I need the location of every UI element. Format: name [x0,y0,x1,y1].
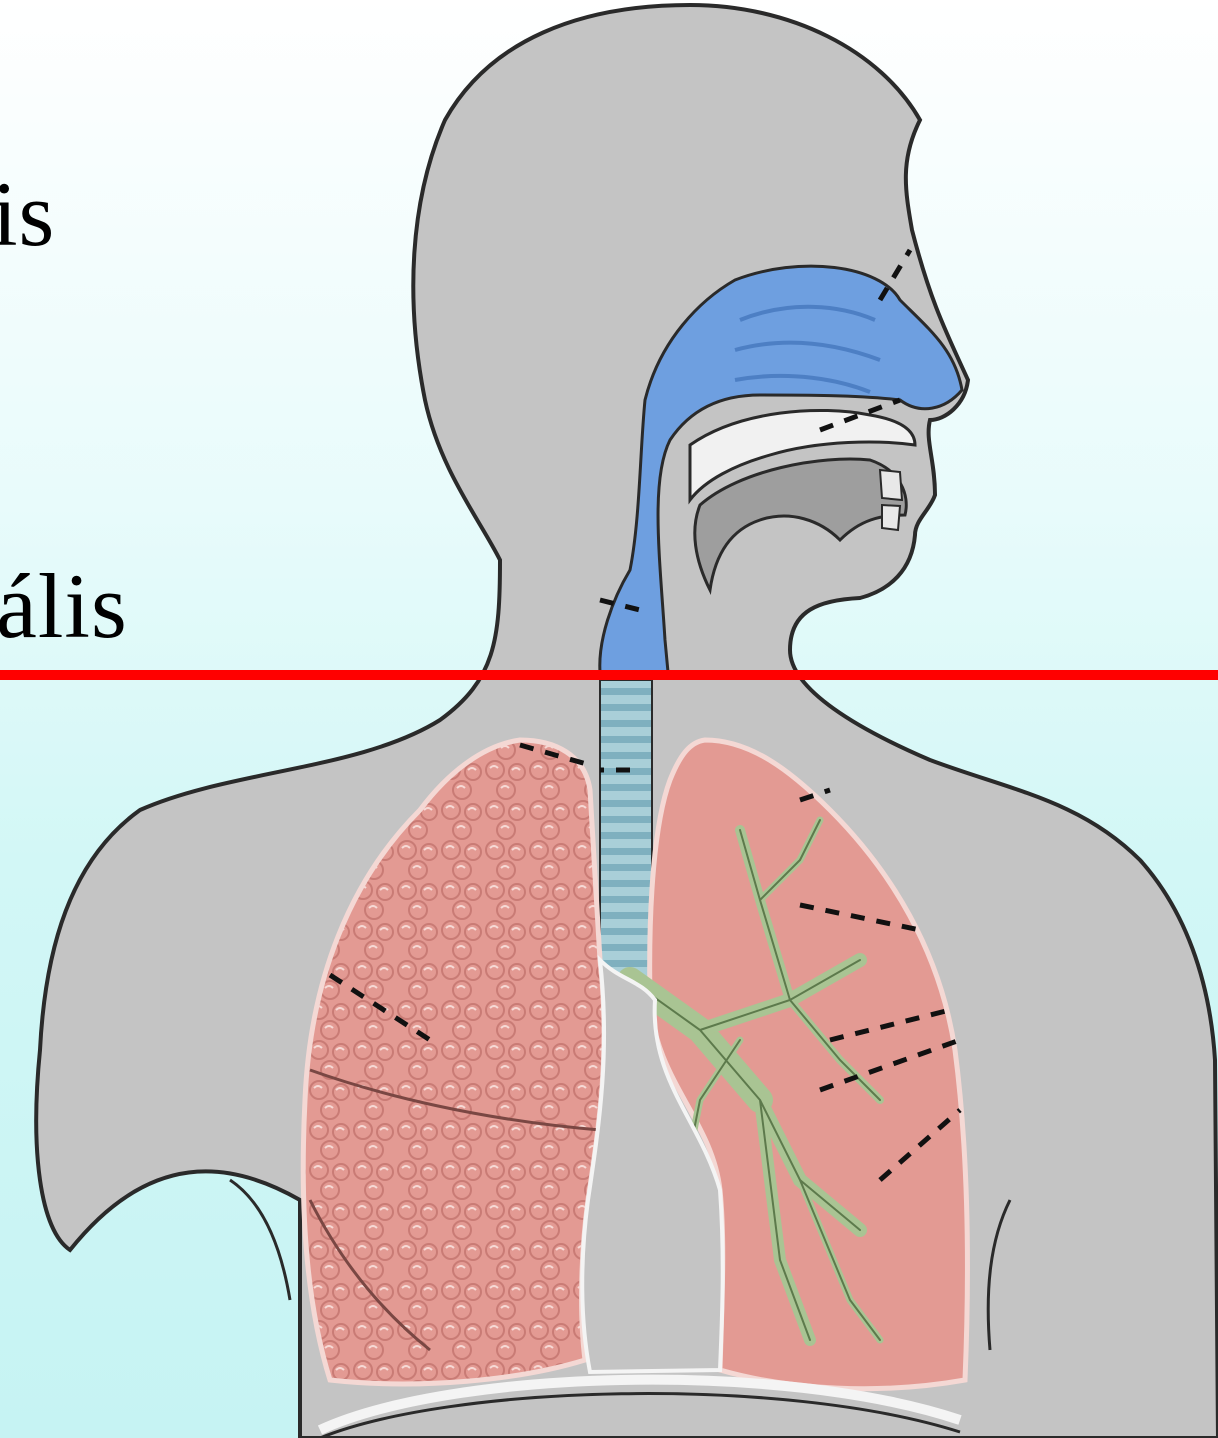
trachea [600,680,652,980]
lower-airway-label: ális [0,560,128,652]
left-arm-crease [230,1180,290,1300]
upper-airway-label: is [0,168,55,260]
divider-line [0,670,1218,680]
